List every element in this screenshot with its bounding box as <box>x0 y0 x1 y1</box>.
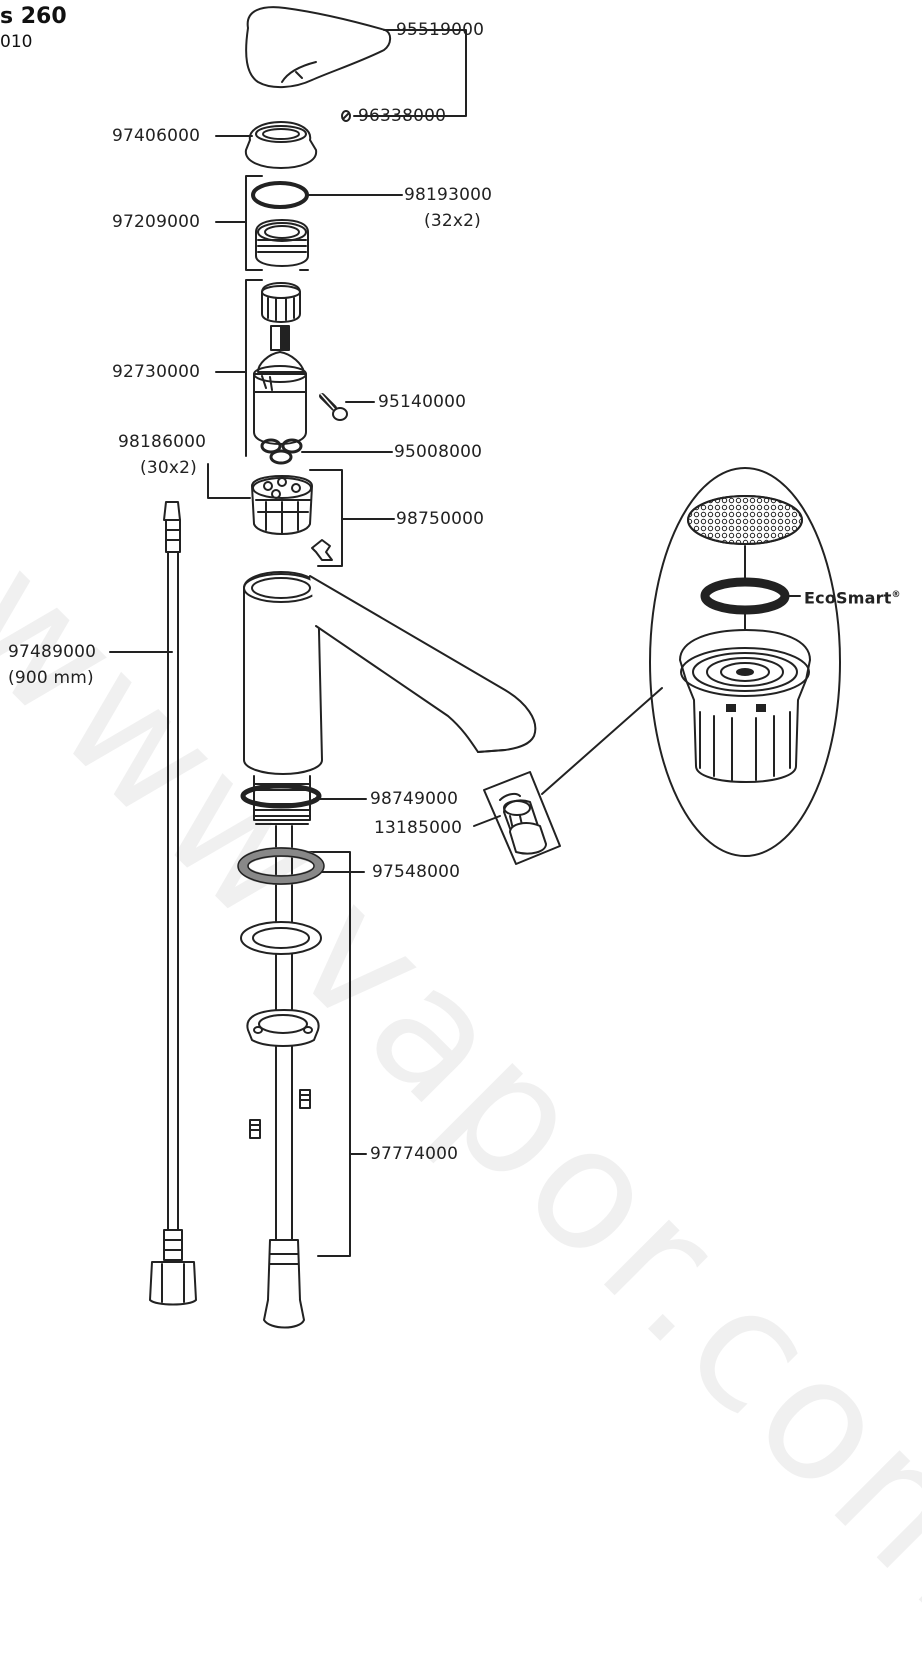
mounting-plate-part <box>246 1009 320 1047</box>
part-label-97489000: 97489000 <box>8 642 97 662</box>
set-screw-part <box>319 393 348 421</box>
product-title-fragment: s 260 <box>0 4 67 29</box>
part-label-92730000: 92730000 <box>112 362 201 382</box>
ecosmart-text: EcoSmart <box>804 588 892 608</box>
part-label-95008000: 95008000 <box>394 442 483 462</box>
rubber-gasket-part <box>237 847 325 885</box>
flexible-hose-part <box>149 501 197 1306</box>
part-label-98193000-size: (32x2) <box>424 211 481 231</box>
detail-leader-line <box>541 687 663 795</box>
cartridge-seals-part <box>260 438 303 465</box>
detail-zoom-frame <box>649 467 841 857</box>
bracket-92730000 <box>245 279 263 457</box>
part-label-97548000: 97548000 <box>372 862 461 882</box>
threaded-nut-part <box>255 219 309 267</box>
leader-95519000 <box>353 29 467 117</box>
part-label-98186000-size: (30x2) <box>140 458 197 478</box>
bracket-13185000 <box>483 771 561 865</box>
clip-part <box>311 539 333 561</box>
leader-98186000 <box>207 463 251 499</box>
o-ring-part <box>251 181 309 209</box>
handle-lever-part <box>245 6 392 88</box>
sealing-ring-part <box>240 783 322 809</box>
part-label-98749000: 98749000 <box>370 789 459 809</box>
part-label-95140000: 95140000 <box>378 392 467 412</box>
part-label-98193000: 98193000 <box>404 185 493 205</box>
leader-13185000 <box>473 815 501 827</box>
product-code-fragment: 010 <box>0 32 33 52</box>
hose-connector-nut-part <box>263 1239 305 1329</box>
ceramic-cartridge-part <box>253 325 307 445</box>
part-label-97406000: 97406000 <box>112 126 201 146</box>
part-label-95519000: 95519000 <box>396 20 485 40</box>
check-valve-part <box>251 475 313 535</box>
cartridge-cap-part <box>261 282 301 323</box>
part-label-97489000-size: (900 mm) <box>8 668 94 688</box>
part-label-96338000: 96338000 <box>358 106 447 126</box>
threaded-stem-part <box>253 775 311 825</box>
part-label-97774000: 97774000 <box>370 1144 459 1164</box>
metal-washer-part <box>240 921 322 955</box>
cover-cap-part <box>244 121 318 169</box>
ecosmart-label: EcoSmart® <box>804 585 901 608</box>
part-label-13185000: 13185000 <box>374 818 463 838</box>
bracket-97774000 <box>299 851 351 1257</box>
aerator-insert-part <box>679 629 811 783</box>
grub-screw-part <box>341 110 351 122</box>
part-label-97209000: 97209000 <box>112 212 201 232</box>
spout-body-part <box>243 571 537 775</box>
aerator-part <box>499 792 547 855</box>
exploded-parts-diagram <box>109 6 841 1329</box>
ecosmart-flow-ring-part <box>700 577 790 615</box>
part-label-98750000: 98750000 <box>396 509 485 529</box>
registered-mark: ® <box>891 590 901 600</box>
mounting-bolts-part <box>249 1089 311 1139</box>
aerator-mesh-screen-part <box>687 495 803 545</box>
part-label-98186000: 98186000 <box>118 432 207 452</box>
